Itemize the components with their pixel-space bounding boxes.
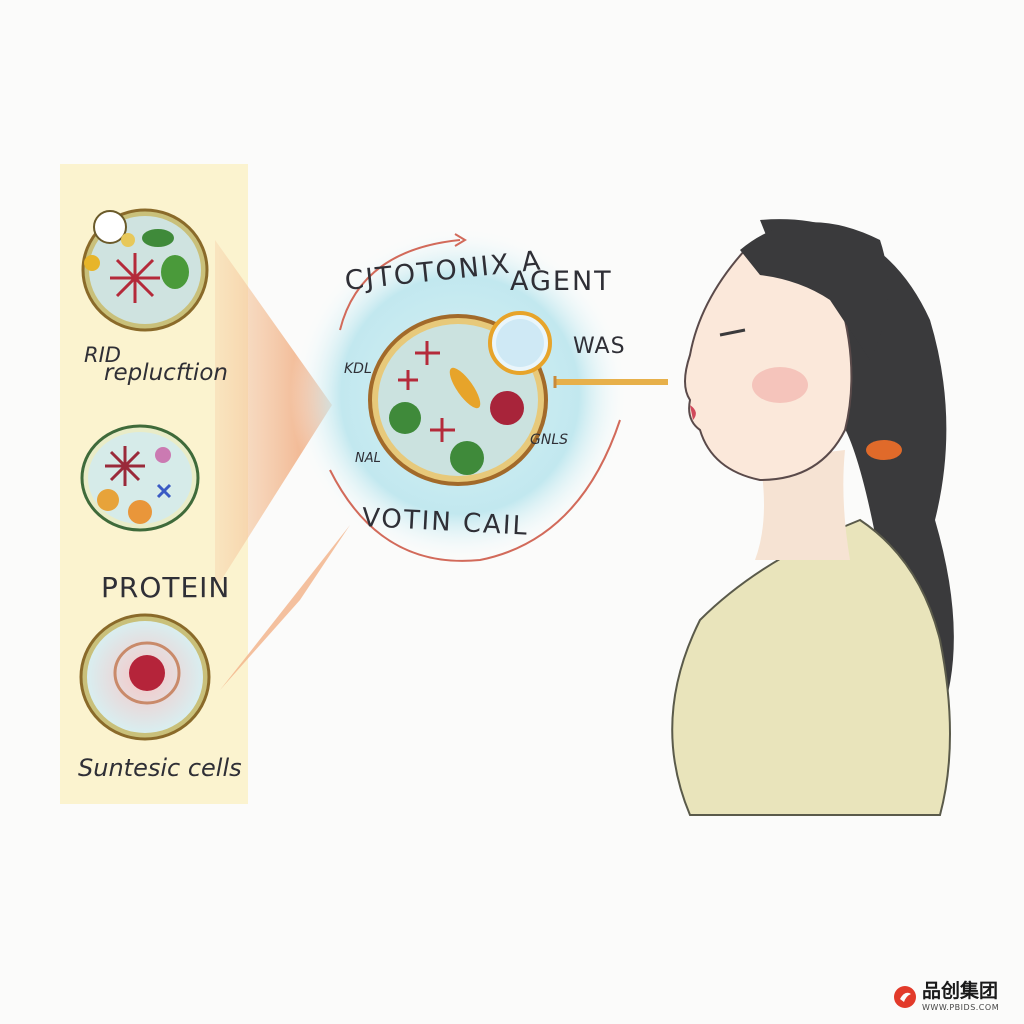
woman-figure	[671, 219, 954, 816]
star-nucleus-2	[105, 446, 145, 486]
logo-url: WWW.PBIDS.COM	[922, 1003, 1000, 1012]
beam-upper	[215, 240, 332, 590]
cell-replication	[81, 208, 209, 332]
panel-label-synthetic-cells: Suntesic cells	[78, 754, 242, 782]
panel-label-rid: RID	[84, 343, 121, 367]
hair-tie	[866, 440, 902, 460]
shirt	[671, 518, 951, 816]
logo-mark-icon	[894, 986, 916, 1008]
diagram-label-was: WAS	[573, 334, 626, 359]
panel-label-protein: PROTEIN	[101, 571, 231, 604]
watermark-logo: 品创集团 WWW.PBIDS.COM	[892, 982, 999, 1012]
beam-lower	[220, 525, 350, 690]
cell-synthetic	[79, 613, 211, 741]
star-nucleus-1	[110, 253, 160, 303]
hair-front	[740, 222, 888, 360]
orbit-arc	[339, 239, 461, 331]
cell-protein	[80, 424, 200, 532]
probe	[553, 376, 668, 388]
diagram-label-gnls: GNLS	[530, 432, 569, 448]
diagram-title-agent: AGENT	[510, 266, 613, 297]
central-cell	[368, 311, 552, 486]
logo-text: 品创集团	[922, 980, 999, 1002]
panel-label-replication: replucftion	[104, 360, 228, 386]
diagram-label-kdl: KDL	[344, 361, 372, 377]
diagram-label-nal: NAL	[355, 451, 381, 466]
